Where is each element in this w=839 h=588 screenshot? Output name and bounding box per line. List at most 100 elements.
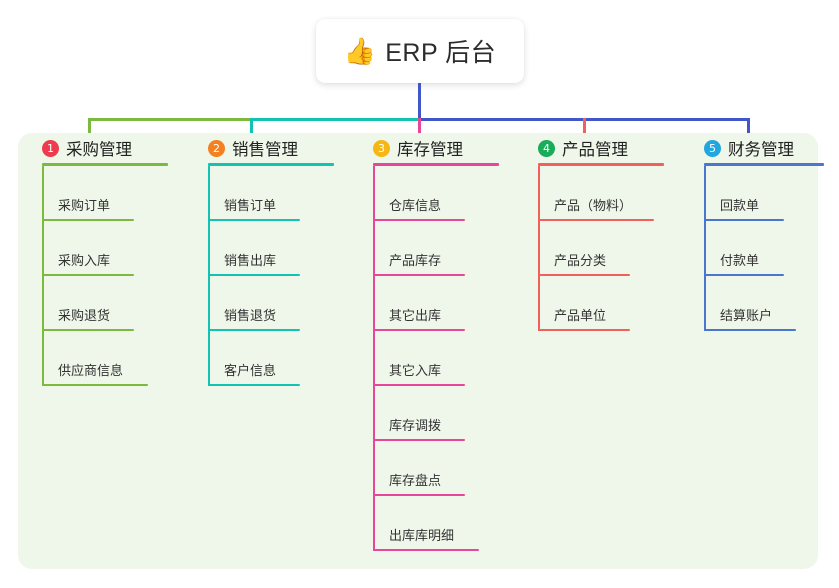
branch-item-rule [704,219,784,221]
branch-item-rule [538,329,630,331]
branch-badge-4: 4 [538,139,555,157]
branch-item-label: 销售出库 [224,253,277,268]
branch-items-5: 回款单付款单结算账户 [704,166,824,331]
branch-column-1: 1 采购管理采购订单采购入库采购退货供应商信息 [22,133,168,386]
branch-header-2[interactable]: 2 销售管理 [188,133,334,163]
branch-item-rule [538,274,630,276]
root-title: ERP 后台 [385,39,497,67]
branch-item[interactable]: 采购退货 [42,276,168,331]
branch-item-label: 供应商信息 [58,363,124,378]
branch-item[interactable]: 产品单位 [538,276,664,331]
branch-item-label: 产品库存 [389,253,442,268]
branch-item-label: 销售退货 [224,308,277,323]
branch-item[interactable]: 产品（物料） [538,166,664,221]
branch-badge-2: 2 [208,139,225,157]
branch-item-rule [538,219,654,221]
branch-header-4[interactable]: 4 产品管理 [518,133,664,163]
branch-title-4: 产品管理 [562,141,628,159]
branch-item-label: 仓库信息 [389,198,442,213]
branch-item-label: 回款单 [720,198,760,213]
branch-item-rule [208,384,300,386]
branch-item-label: 采购订单 [58,198,111,213]
branch-items-2: 销售订单销售出库销售退货客户信息 [208,166,334,386]
branch-item-label: 采购入库 [58,253,111,268]
branch-item-label: 结算账户 [720,308,773,323]
branch-header-rule-1 [42,163,168,166]
branch-item-rule [373,274,465,276]
branch-items-4: 产品（物料） 产品分类产品单位 [538,166,664,331]
connector-drop-4 [583,118,586,146]
branch-item-label: 产品分类 [554,253,607,268]
branch-item-rule [373,384,465,386]
branch-item-rule [42,274,134,276]
branch-header-1[interactable]: 1 采购管理 [22,133,168,163]
branch-title-2: 销售管理 [232,141,298,159]
branch-item[interactable]: 客户信息 [208,331,334,386]
branch-item[interactable]: 付款单 [704,221,824,276]
connector-drop-1 [88,118,91,146]
branch-item-label: 产品（物料） [554,198,633,213]
branch-item-label: 库存调拨 [389,418,442,433]
branch-item-rule [42,384,148,386]
branch-item-label: 采购退货 [58,308,111,323]
branch-header-rule-3 [373,163,499,166]
branch-item-rule [373,329,465,331]
branch-item[interactable]: 销售订单 [208,166,334,221]
branch-item[interactable]: 结算账户 [704,276,824,331]
branch-column-4: 4 产品管理产品（物料） 产品分类产品单位 [518,133,664,331]
branch-item-rule [373,439,465,441]
branch-item-rule [42,329,134,331]
branch-badge-1: 1 [42,139,59,157]
branch-item[interactable]: 销售出库 [208,221,334,276]
branch-header-rule-2 [208,163,334,166]
branch-item[interactable]: 产品库存 [373,221,499,276]
connector-horizontal-segment-2 [250,118,421,121]
branch-item-rule [208,274,300,276]
branch-item[interactable]: 供应商信息 [42,331,168,386]
branch-badge-3: 3 [373,139,390,157]
branch-item-label: 付款单 [720,253,760,268]
branch-trunk-1 [42,166,44,386]
connector-drop-2 [250,118,253,146]
branch-item-rule [208,219,300,221]
branch-item[interactable]: 其它入库 [373,331,499,386]
branch-item[interactable]: 仓库信息 [373,166,499,221]
branch-item[interactable]: 其它出库 [373,276,499,331]
branch-trunk-4 [538,166,540,331]
branch-item-rule [42,219,134,221]
connector-drop-5 [747,118,750,146]
branch-trunk-3 [373,166,375,551]
branch-item-label: 库存盘点 [389,473,442,488]
branch-item[interactable]: 产品分类 [538,221,664,276]
branch-item[interactable]: 出库库明细 [373,496,499,551]
branch-item[interactable]: 库存调拨 [373,386,499,441]
branch-item[interactable]: 库存盘点 [373,441,499,496]
branch-item-label: 客户信息 [224,363,277,378]
connector-horizontal-segment-1 [88,118,253,121]
branch-item[interactable]: 销售退货 [208,276,334,331]
branch-item-rule [704,329,796,331]
root-node[interactable]: 👍 ERP 后台 [316,19,524,83]
connector-drop-3 [418,118,421,146]
branch-item[interactable]: 采购入库 [42,221,168,276]
branch-item-rule [373,494,465,496]
branch-item-rule [704,274,784,276]
branch-items-3: 仓库信息产品库存其它出库其它入库库存调拨库存盘点出库库明细 [373,166,499,551]
thumbs-up-icon: 👍 [343,36,377,66]
branch-header-rule-5 [704,163,824,166]
branch-trunk-2 [208,166,210,386]
branch-title-1: 采购管理 [66,141,132,159]
branch-item[interactable]: 回款单 [704,166,824,221]
branch-item[interactable]: 采购订单 [42,166,168,221]
branch-panel: 1 采购管理采购订单采购入库采购退货供应商信息 2 销售管理销售订单销售出库销售退货客… [18,133,824,569]
connector-root-stem [418,83,421,121]
branch-item-rule [373,549,479,551]
branch-badge-5: 5 [704,139,721,157]
branch-items-1: 采购订单采购入库采购退货供应商信息 [42,166,168,386]
branch-item-label: 其它入库 [389,363,442,378]
branch-column-2: 2 销售管理销售订单销售出库销售退货客户信息 [188,133,334,386]
